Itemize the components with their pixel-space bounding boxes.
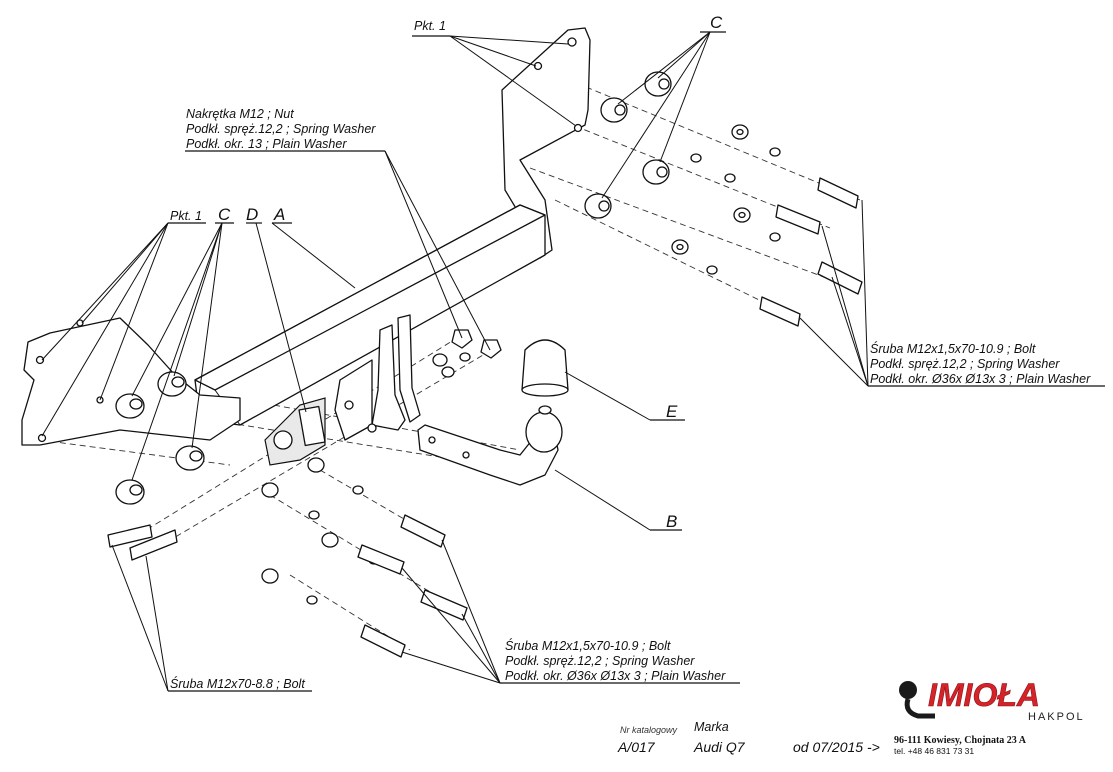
right-spacers — [584, 71, 672, 219]
label-c-left: C — [218, 205, 231, 224]
footer-info: Nr katalogowy Marka A/017 Audi Q7 od 07/… — [617, 720, 880, 755]
hakpol-logo: IMIOŁA HAKPOL 96-111 Kowiesy, Chojnata 2… — [894, 677, 1085, 756]
label-bolt-center-3: Podkł. okr. Ø36x Ø13x 3 ; Plain Washer — [505, 669, 726, 683]
brand-value: Audi Q7 — [693, 739, 746, 755]
label-nut-line-1: Nakrętka M12 ; Nut — [186, 107, 294, 121]
label-nut-line-3: Podkł. okr. 13 ; Plain Washer — [186, 137, 347, 151]
tow-ball-logo-icon — [899, 681, 935, 719]
catalog-label: Nr katalogowy — [620, 725, 678, 735]
label-b: B — [666, 512, 677, 531]
leader-lines — [41, 31, 1105, 692]
label-bolt-right-2: Podkł. spręż.12,2 ; Spring Washer — [870, 357, 1060, 371]
label-bolt-center-1: Śruba M12x1,5x70-10.9 ; Bolt — [505, 638, 671, 653]
catalog-value: A/017 — [617, 739, 656, 755]
center-nuts-washers — [432, 329, 502, 378]
ball-cap — [521, 339, 569, 415]
right-mounting-bracket — [501, 27, 591, 259]
tow-ball — [417, 411, 563, 486]
label-bolt-right-3: Podkł. okr. Ø36x Ø13x 3 ; Plain Washer — [870, 372, 1091, 386]
label-bolt-center-2: Podkł. spręż.12,2 ; Spring Washer — [505, 654, 695, 668]
date-value: od 07/2015 -> — [793, 739, 880, 755]
address: 96-111 Kowiesy, Chojnata 23 A — [894, 735, 1027, 746]
logo-sub: HAKPOL — [1028, 711, 1085, 723]
label-bolt-left: Śruba M12x70-8.8 ; Bolt — [170, 676, 305, 691]
logo-main: IMIOŁA — [928, 677, 1040, 713]
label-d: D — [246, 205, 258, 224]
label-a: A — [273, 205, 285, 224]
right-bolts-washers — [671, 124, 863, 327]
socket-bracket-tabs — [334, 314, 421, 441]
label-c-top: C — [710, 13, 723, 32]
label-bolt-right-1: Śruba M12x1,5x70-10.9 ; Bolt — [870, 341, 1036, 356]
socket-plate — [264, 397, 326, 466]
label-pkt1-top: Pkt. 1 — [414, 19, 446, 33]
label-nut-line-2: Podkł. spręż.12,2 ; Spring Washer — [186, 122, 376, 136]
phone: tel. +48 46 831 73 31 — [894, 746, 974, 756]
brand-label: Marka — [694, 720, 729, 734]
label-pkt1-left: Pkt. 1 — [170, 209, 202, 223]
label-e: E — [666, 402, 678, 421]
left-mounting-bracket — [21, 317, 241, 446]
left-spacers — [115, 371, 205, 505]
part-labels: Pkt. 1 C Nakrętka M12 ; Nut Podkł. spręż… — [170, 13, 1091, 691]
center-bolts-washers — [107, 457, 468, 658]
